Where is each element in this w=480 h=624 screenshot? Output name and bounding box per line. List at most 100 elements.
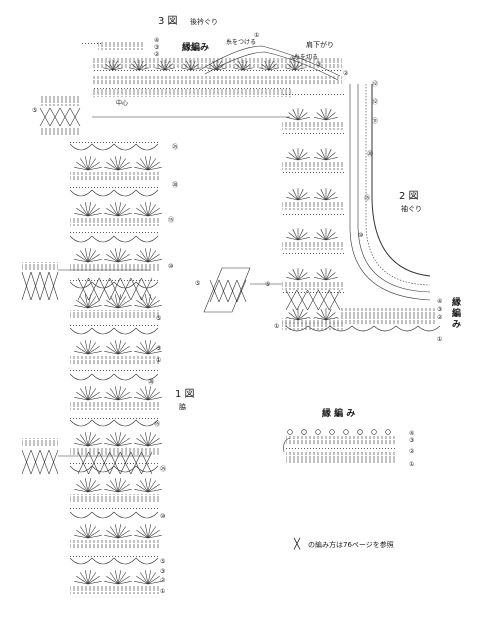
fig2-fan <box>297 269 304 281</box>
fig1-fan <box>87 391 100 401</box>
fig1-fan <box>117 432 122 447</box>
fig1-fan <box>76 161 89 171</box>
fig3-fan <box>208 63 218 71</box>
fig2-cross-band <box>296 289 308 311</box>
fig1-row-marker: ⑤ <box>160 558 166 565</box>
fig1-arch <box>135 511 159 519</box>
fig2-chain <box>282 132 344 135</box>
fig1-arch <box>91 419 115 427</box>
fig2-cross-band <box>307 289 319 311</box>
fig2-fan <box>320 149 327 161</box>
fig3-fan <box>156 63 166 71</box>
edging-title: 縁 編 み <box>322 409 356 419</box>
fig1-fan <box>147 575 160 585</box>
fig1-chain <box>70 186 160 189</box>
fig2-fan <box>314 237 327 241</box>
fig2-fan <box>297 232 308 241</box>
fig2-fan <box>297 149 304 161</box>
fig1-fan <box>147 253 160 263</box>
fig3-fan <box>129 67 140 71</box>
fig3-fan <box>164 67 175 71</box>
fig1-fan <box>106 253 119 263</box>
fig1-fan <box>147 212 162 217</box>
fig2-fan <box>297 109 304 121</box>
fig1-fan <box>117 434 127 447</box>
fig1-fan <box>117 296 127 309</box>
fig1-fan <box>106 575 119 585</box>
fig2-fan <box>325 229 332 241</box>
fig1-fan <box>109 434 119 447</box>
fig1-left-block-cross <box>48 271 59 301</box>
fig3-fan <box>216 60 222 71</box>
fig1-fan <box>79 342 89 355</box>
fig1-fan <box>117 570 122 585</box>
fig3-chain <box>92 86 292 89</box>
fig1-fan <box>117 524 122 539</box>
fig3-side-row-marker: ⑤ <box>32 107 38 114</box>
fig1-left-block-stitches <box>22 438 58 446</box>
side-block-cross <box>39 107 51 127</box>
fig2-row-marker: ② <box>437 314 443 321</box>
fig1-fan <box>147 572 157 585</box>
fig2-fan <box>325 232 336 241</box>
fig2-border-stitches <box>340 308 436 318</box>
fig1-title: 脇 <box>179 403 186 411</box>
fig1-fan <box>79 480 89 493</box>
fig2-fan <box>297 157 310 161</box>
fig1-fan <box>84 248 89 263</box>
fig1-fan <box>117 299 130 309</box>
fig1-arch <box>91 327 115 335</box>
edging-chain <box>286 448 396 451</box>
fig3-number: 3 図 <box>158 16 178 27</box>
fig1-row-stitches <box>70 172 160 180</box>
fig2-chain <box>282 252 344 255</box>
fig1-fan <box>117 166 132 171</box>
fig1-fan <box>109 388 119 401</box>
fig2-fan <box>325 152 336 161</box>
x-stitch-icon: ╳ <box>294 539 301 550</box>
fig2-fan <box>325 149 332 161</box>
edging-row-marker: ③ <box>409 437 415 444</box>
fig3-row-marker: ④ <box>154 37 160 44</box>
fig2-border-label: 縁 <box>452 298 462 308</box>
fig1-arch <box>69 465 93 473</box>
fig1-fan <box>117 580 132 585</box>
fig1-fan <box>147 432 152 447</box>
fig1-fan <box>117 526 127 539</box>
fig1-fan <box>144 524 149 539</box>
fig1-row-stitches <box>70 310 160 318</box>
fig1-arch <box>113 419 137 427</box>
fig3-shoulder-label: 肩下がり <box>306 41 334 49</box>
fig1-fan <box>87 161 100 171</box>
fig1-arch <box>113 511 137 519</box>
fig2-border-label: み <box>452 320 462 330</box>
fig2-row-stitches <box>282 122 344 130</box>
fig3-fan <box>155 67 166 71</box>
fig2-fan <box>325 277 338 281</box>
fig1-arch <box>113 327 137 335</box>
fig1-fan <box>117 340 122 355</box>
fig1-arch <box>113 557 137 565</box>
fig3-fan <box>138 67 149 71</box>
fig1-arch <box>91 189 115 197</box>
fig2-cross-band <box>318 289 330 311</box>
reference-note: の編み方は76ページを参照 <box>308 541 394 549</box>
fig1-fan <box>136 345 149 355</box>
fig1-chain <box>70 416 160 419</box>
fig3-yarn-join-label: 糸をつける <box>226 39 257 46</box>
fig3-fan <box>134 60 140 71</box>
fig1-arch <box>135 235 159 243</box>
fig1-cross-band <box>120 451 132 475</box>
fig1-fan <box>147 442 162 447</box>
edging-picot <box>385 429 391 435</box>
fig1-fan <box>87 158 97 171</box>
fig1-cross-band <box>88 451 100 475</box>
fig2-chain <box>282 92 344 95</box>
fig1-cross-band <box>98 277 110 301</box>
fig1-fan <box>87 342 97 355</box>
fig1-fan <box>87 350 102 355</box>
fig1-cross-band <box>109 277 121 301</box>
fig1-fan <box>79 572 89 585</box>
fig1-fan <box>144 386 149 401</box>
fig1-fan <box>106 437 119 447</box>
